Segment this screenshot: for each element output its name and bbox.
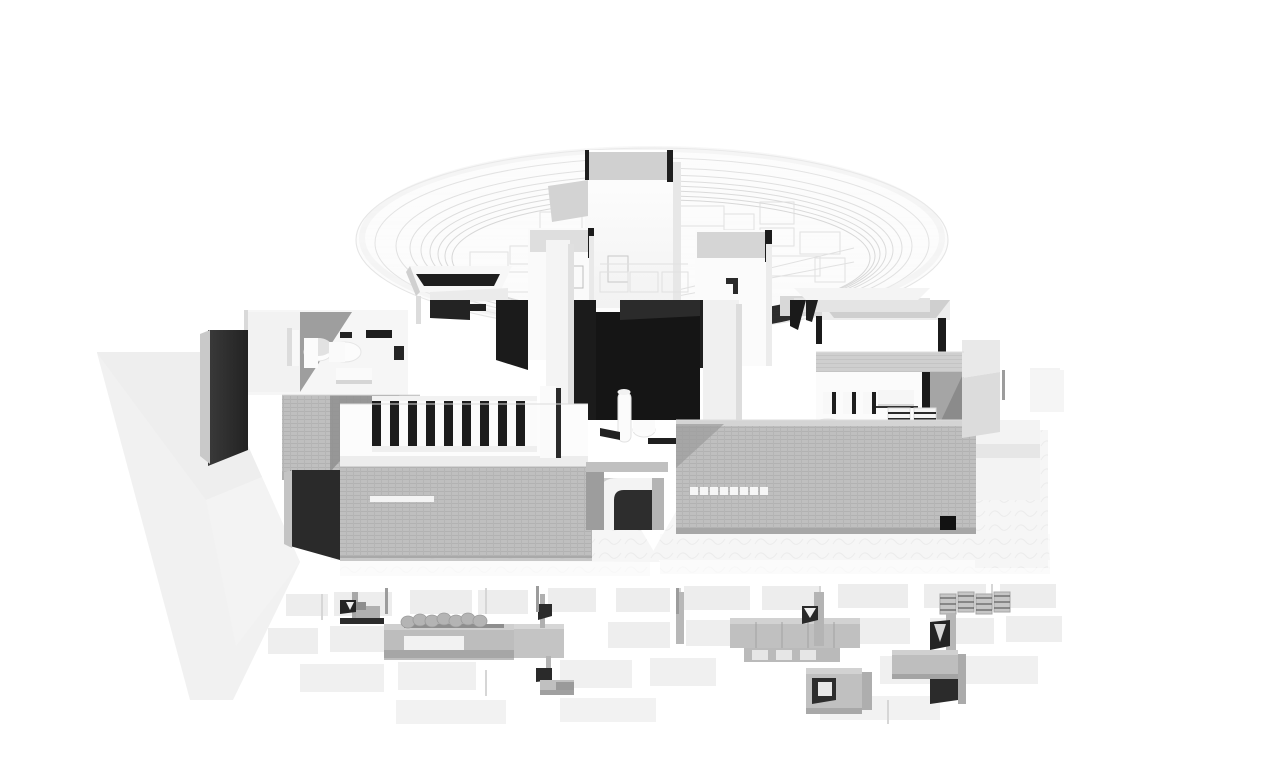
facade-window-row	[690, 487, 768, 495]
street-posts	[385, 370, 1005, 614]
central-plant-objects	[600, 389, 676, 444]
foreground-cluster-west	[340, 592, 384, 624]
plinth-hatch-overlay	[340, 534, 1050, 576]
west-lower-dark-block	[284, 470, 340, 560]
foreground-cluster-center	[536, 594, 574, 695]
shading-accents	[430, 300, 818, 370]
fin-end-pylon	[540, 386, 561, 458]
roof-fin-array	[372, 396, 537, 452]
interior-framing-lines	[599, 263, 689, 293]
silhouette-hairlines	[282, 351, 976, 421]
central-dark-recess	[560, 300, 724, 420]
curved-entry-portal	[586, 462, 668, 530]
site-ground-plane	[97, 352, 300, 700]
northeast-upper-wing	[794, 288, 930, 312]
foreground-cluster-east-bar	[676, 592, 860, 662]
foreground-cluster-southeast	[806, 668, 872, 714]
condenser-bank-street	[939, 591, 1011, 615]
northwest-courtyard-objects	[287, 328, 404, 384]
south-long-bar-building	[676, 420, 976, 534]
tower-side-wedge	[548, 180, 588, 222]
east-dark-wedges	[962, 340, 1000, 438]
central-core-tower	[585, 150, 681, 308]
foreground-cluster-midwest	[384, 612, 564, 660]
urban-blocks-row-1	[286, 584, 1056, 616]
west-long-facade	[340, 462, 592, 561]
west-dark-facade	[200, 330, 248, 466]
east-lower-ledge	[976, 370, 1064, 500]
foreground-cluster-far-east	[892, 591, 1011, 704]
